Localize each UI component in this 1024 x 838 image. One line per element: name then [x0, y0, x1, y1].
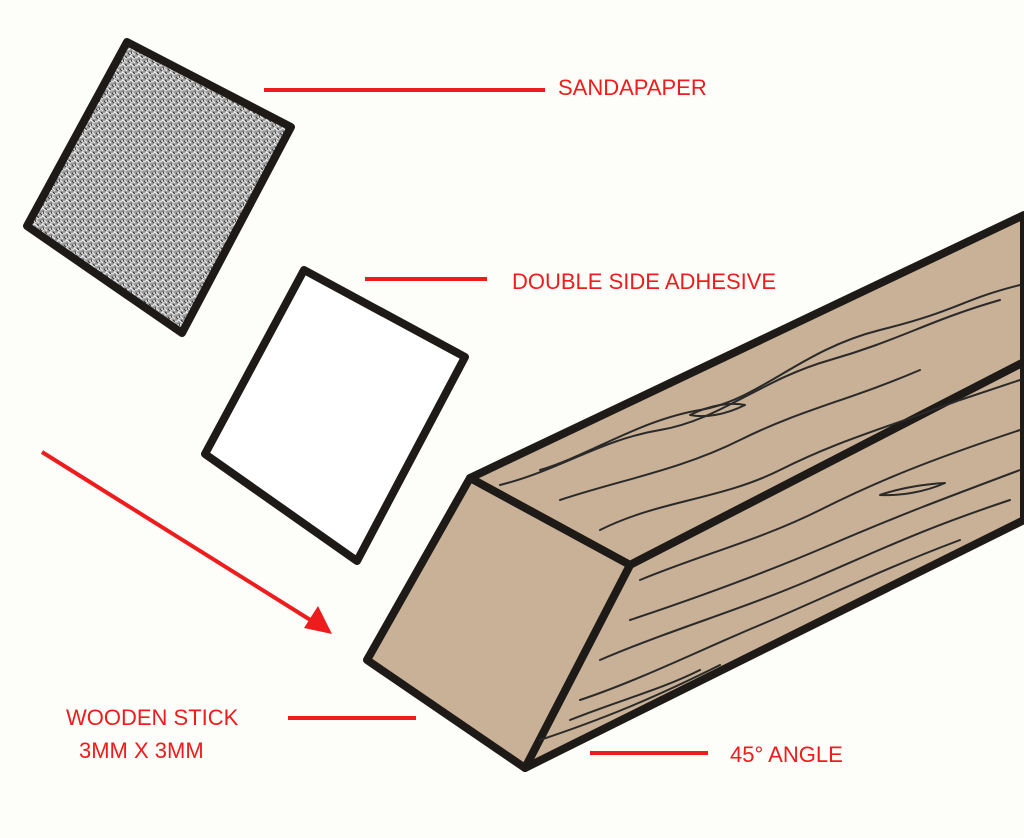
direction-arrow-icon: [304, 606, 332, 634]
annotation-lines: [40, 88, 708, 755]
wood-grain: [499, 284, 1021, 741]
adhesive-label: DOUBLE SIDE ADHESIVE: [512, 269, 777, 294]
sandpaper-sheet: [23, 38, 295, 337]
wooden-stick: [363, 211, 1024, 772]
adhesive-sheet: [201, 266, 469, 565]
sandpaper-label: SANDAPAPER: [558, 75, 707, 100]
stick-size-label: 3MM X 3MM: [79, 738, 204, 763]
stick-label: WOODEN STICK: [66, 705, 239, 730]
angle-label: 45° ANGLE: [730, 742, 843, 767]
direction-arrow-shaft: [40, 450, 314, 623]
